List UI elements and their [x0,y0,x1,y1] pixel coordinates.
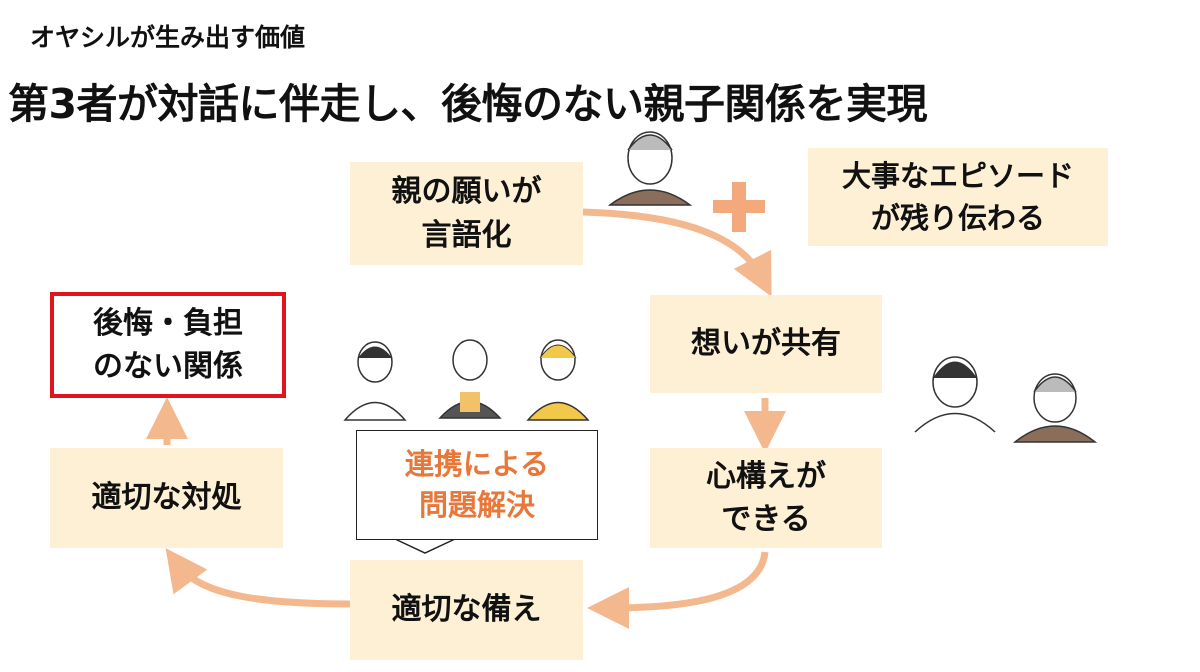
box-line: が残り伝わる [870,201,1045,235]
arrow-verbalize-to-share [582,208,772,297]
doctor-icon [343,341,407,421]
box-line: 言語化 [421,217,512,253]
box-line: のない関係 [93,349,243,384]
callout-tail [394,538,456,554]
box-response: 適切な対処 [50,448,283,548]
box-share: 想いが共有 [650,295,882,393]
box-line: 後悔・負担 [93,305,243,341]
box-line: 親の願いが [391,174,542,209]
box-line: 大事なエピソード [841,158,1074,193]
box-preparation: 適切な備え [350,560,583,660]
arrow-prepared-to-preparation [587,551,769,629]
callout-collaboration: 連携による問題解決 [356,430,598,540]
elderly-parent-icon-2 [1012,373,1098,443]
callout-line: 問題解決 [418,488,535,522]
box-line: 心構えが [706,458,826,494]
page-title: 第3者が対話に伴走し、後悔のない親子関係を実現 [8,80,928,128]
box-episode: 大事なエピソードが残り伝わる [808,148,1108,246]
caregiver-icon [526,339,590,421]
professional-icon [438,339,502,419]
box-verbalize: 親の願いが言語化 [350,162,583,265]
box-relationship: 後悔・負担のない関係 [50,292,286,398]
callout-line: 連携による [404,447,550,482]
plus-icon [713,182,765,232]
elderly-parent-icon [607,131,693,206]
box-prepared: 心構えができる [650,448,882,548]
subtitle: オヤシルが生み出す価値 [30,23,306,52]
child-icon [914,356,996,433]
box-line: できる [721,502,811,537]
arrow-preparation-to-response [165,548,351,608]
